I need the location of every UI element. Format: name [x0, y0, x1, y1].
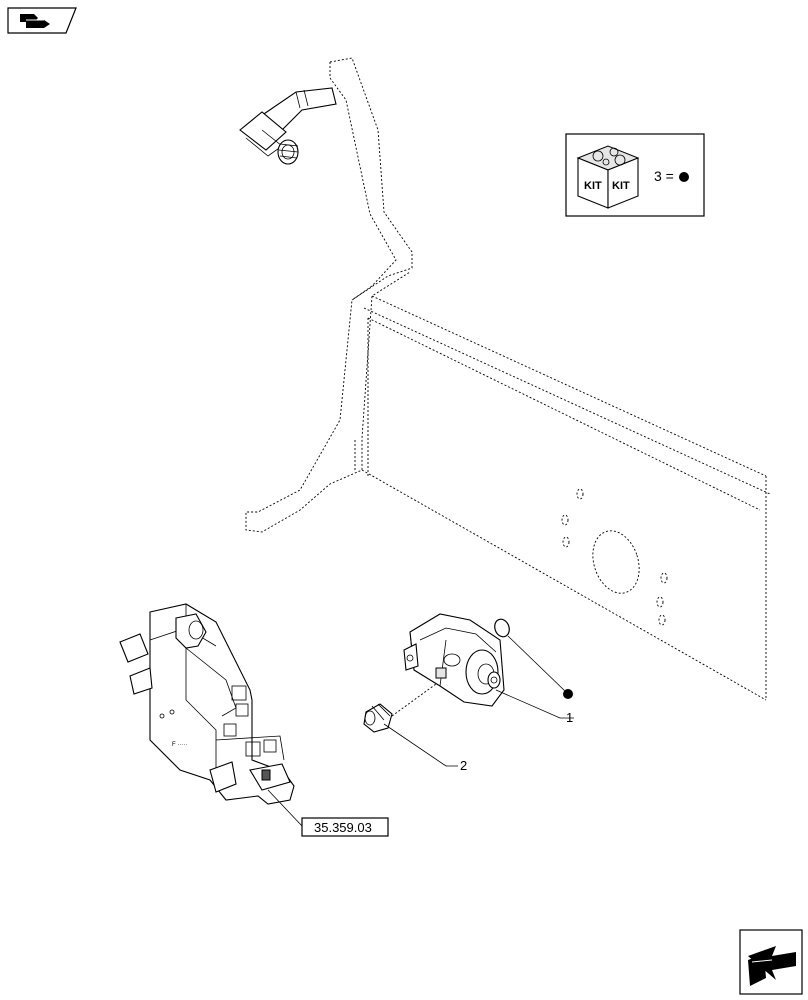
kit-panel: KIT KIT 3 = — [565, 133, 705, 217]
svg-text:F ·····: F ····· — [172, 742, 187, 748]
hydraulic-pump — [403, 613, 505, 707]
o-ring-dot — [563, 689, 573, 699]
book-arrow-icon[interactable] — [7, 7, 77, 34]
leader-2 — [383, 723, 458, 767]
hose-fitting — [239, 87, 337, 165]
callout-1: 1 — [566, 710, 573, 725]
frame-bracket — [245, 57, 413, 533]
filled-dot-icon — [679, 172, 689, 182]
kit-word-left: KIT — [584, 180, 602, 192]
kit-quantity-label: 3 = — [654, 168, 674, 184]
callout-2: 2 — [460, 758, 467, 773]
leader-1 — [495, 689, 574, 719]
reference-callout[interactable]: 35.359.03 — [267, 789, 389, 837]
control-valve: F ····· — [119, 603, 295, 805]
reference-label[interactable]: 35.359.03 — [314, 820, 372, 835]
kit-box-icon: KIT KIT — [576, 145, 640, 209]
adapter-fitting — [363, 683, 437, 733]
next-page-arrow-icon[interactable] — [739, 929, 803, 995]
o-ring — [494, 618, 573, 699]
kit-word-right: KIT — [612, 180, 630, 192]
